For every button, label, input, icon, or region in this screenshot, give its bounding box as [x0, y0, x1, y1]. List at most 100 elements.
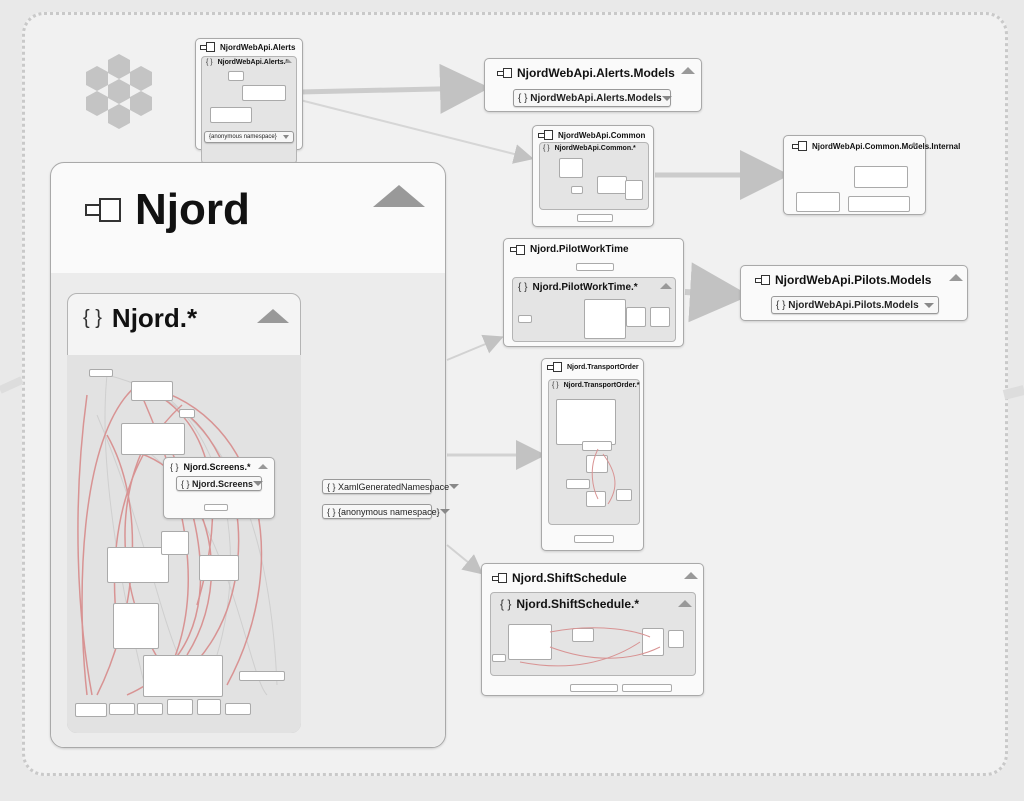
- triangle-up-icon[interactable]: [660, 283, 672, 289]
- mini-box: [143, 655, 223, 697]
- package-icon: [755, 275, 770, 285]
- pill-label: XamlGeneratedNamespace: [338, 481, 450, 492]
- namespace-brace-icon: { }: [206, 59, 213, 66]
- triangle-up-icon[interactable]: [678, 600, 692, 607]
- mini-box: [625, 180, 643, 200]
- mini-box: [559, 158, 583, 178]
- namespace-pill[interactable]: { } Njord.Screens: [176, 476, 264, 491]
- node-njordwebapi-alerts-models[interactable]: NjordWebApi.Alerts.Models { } NjordWebAp…: [484, 58, 702, 112]
- namespace-pill[interactable]: { } NjordWebApi.Alerts.Models: [513, 89, 672, 107]
- node-njord-transportorder[interactable]: Njord.TransportOrder { } Njord.Transport…: [541, 358, 644, 551]
- node-title: NjordWebApi.Alerts.Models: [517, 66, 675, 80]
- namespace-title: Njord.PilotWorkTime.*: [532, 282, 638, 293]
- mini-box: [668, 630, 684, 648]
- mini-box: [566, 479, 590, 489]
- namespace-common[interactable]: [539, 142, 649, 210]
- package-icon: [492, 573, 507, 583]
- namespace-graph: [591, 448, 616, 505]
- node-title: Njord.TransportOrder: [567, 363, 639, 371]
- mini-box: [556, 399, 616, 445]
- mini-box: [113, 603, 159, 649]
- triangle-up-icon[interactable]: [684, 572, 698, 579]
- mini-box: [161, 531, 189, 555]
- node-njord-shiftschedule[interactable]: Njord.ShiftSchedule { } Njord.ShiftSched…: [481, 563, 704, 696]
- mini-box: [626, 307, 646, 327]
- mini-box: [576, 263, 614, 271]
- package-icon: [792, 141, 807, 151]
- triangle-down-icon: [924, 302, 934, 308]
- namespace-brace-icon: { }: [518, 92, 531, 104]
- mini-box: [586, 455, 608, 473]
- mini-box: [572, 628, 594, 642]
- mini-box: [204, 504, 228, 511]
- node-njord[interactable]: Njord { } Njord.*: [50, 162, 446, 748]
- pill-label: NjordWebApi.Pilots.Models: [788, 299, 919, 311]
- mini-box: [584, 299, 626, 339]
- mini-box: [228, 71, 244, 81]
- namespace-brace-icon: { }: [543, 145, 550, 152]
- namespace-brace-icon: { }: [500, 597, 512, 611]
- mini-box: [197, 699, 221, 715]
- node-title: NjordWebApi.Pilots.Models: [775, 273, 932, 287]
- triangle-down-icon: [253, 481, 264, 486]
- namespace-title: Njord.TransportOrder.*: [563, 382, 640, 389]
- namespace-title: NjordWebApi.Common.*: [554, 145, 636, 152]
- pill-label: Njord.Screens: [192, 478, 254, 489]
- mini-box: [508, 624, 552, 660]
- package-icon: [538, 130, 553, 140]
- edge-njord-pilot: [446, 334, 504, 361]
- namespace-pill[interactable]: { } NjordWebApi.Pilots.Models: [771, 296, 939, 314]
- node-title: NjordWebApi.Alerts: [220, 42, 296, 52]
- node-njord-pilotworktime[interactable]: Njord.PilotWorkTime { } Njord.PilotWorkT…: [503, 238, 684, 347]
- mini-box: [650, 307, 670, 327]
- triangle-up-icon[interactable]: [284, 59, 292, 63]
- mini-box: [854, 166, 908, 188]
- namespace-brace-icon: { }: [518, 282, 528, 293]
- package-icon: [497, 68, 512, 78]
- node-njordwebapi-alerts[interactable]: NjordWebApi.Alerts { } NjordWebApi.Alert…: [195, 38, 303, 164]
- mini-box: [571, 186, 583, 194]
- triangle-down-icon: [661, 95, 672, 101]
- anon-namespace-pill[interactable]: {anonymous namespace}: [204, 131, 294, 143]
- mini-box: [518, 315, 532, 323]
- mini-box: [75, 703, 107, 717]
- namespace-graph: [519, 627, 661, 667]
- mini-box: [121, 423, 185, 455]
- triangle-up-icon[interactable]: [910, 142, 918, 146]
- triangle-down-icon: [439, 509, 450, 514]
- node-njordwebapi-pilots-models[interactable]: NjordWebApi.Pilots.Models { } NjordWebAp…: [740, 265, 968, 321]
- mini-box: [622, 684, 672, 692]
- package-icon: [547, 362, 562, 372]
- xaml-generated-namespace-pill[interactable]: { } XamlGeneratedNamespace: [322, 479, 460, 494]
- triangle-up-icon[interactable]: [257, 309, 289, 323]
- edge-faint-left: [0, 376, 24, 394]
- hexagon-cluster-icon: [86, 54, 152, 129]
- node-title: Njord.PilotWorkTime: [530, 244, 629, 255]
- mini-box: [642, 628, 664, 656]
- namespace-njord-screens[interactable]: { } Njord.Screens.* { } Njord.Screens: [163, 457, 275, 519]
- namespace-brace-icon: { }: [327, 481, 339, 492]
- edge-alerts-common: [299, 99, 534, 164]
- mini-box: [616, 489, 632, 501]
- mini-box: [492, 654, 506, 662]
- mini-box: [570, 684, 618, 692]
- anonymous-namespace-pill[interactable]: { } {anonymous namespace}: [322, 504, 450, 519]
- namespace-brace-icon: { }: [552, 382, 559, 389]
- node-njordwebapi-common[interactable]: NjordWebApi.Common { } NjordWebApi.Commo…: [532, 125, 654, 227]
- mini-box: [239, 671, 285, 681]
- node-title: NjordWebApi.Common: [558, 130, 646, 140]
- namespace-title: Njord.*: [111, 303, 198, 333]
- namespace-brace-icon: { }: [327, 506, 339, 517]
- triangle-up-icon[interactable]: [681, 67, 695, 74]
- triangle-up-icon[interactable]: [258, 464, 268, 469]
- triangle-up-icon[interactable]: [373, 185, 425, 207]
- mini-box: [597, 176, 627, 194]
- namespace-title: Njord.Screens.*: [183, 462, 251, 472]
- package-icon: [200, 42, 215, 52]
- edge-njord-shift: [446, 544, 484, 575]
- mini-box: [848, 196, 910, 212]
- triangle-up-icon[interactable]: [949, 274, 963, 281]
- mini-box: [107, 547, 169, 583]
- mini-box: [109, 703, 135, 715]
- node-njordwebapi-common-models-internal[interactable]: NjordWebApi.Common.Models.Internal: [783, 135, 960, 215]
